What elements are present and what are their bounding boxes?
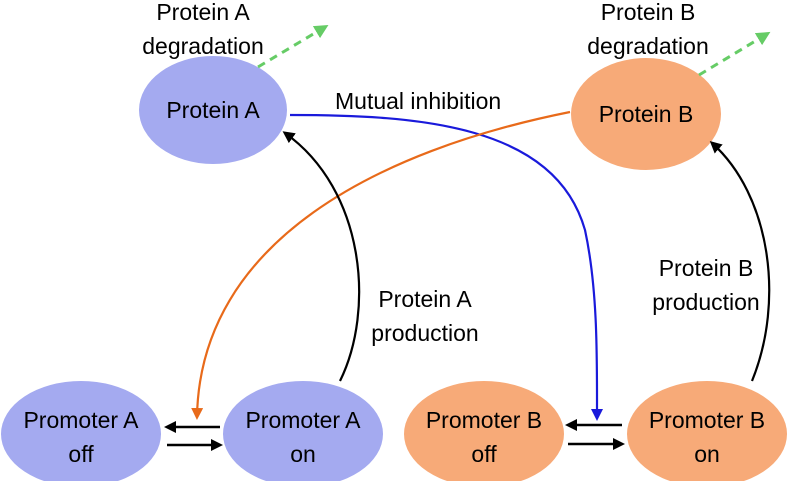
- protein-b-production-line2: production: [652, 289, 760, 315]
- protein-b-degradation-line2: degradation: [587, 33, 709, 59]
- protein-b-production-arrow: [709, 140, 771, 382]
- protein-b-node: [571, 58, 721, 170]
- promoter-a-on-line1: Promoter A: [245, 407, 361, 433]
- protein-b-production-label: Protein B production: [631, 251, 781, 319]
- promoter-b-off-label: Promoter B off: [404, 403, 564, 471]
- protein-b-degradation-label: Protein B degradation: [563, 0, 733, 63]
- protein-a-production-arrow: [282, 131, 361, 382]
- protein-b-label: Protein B: [598, 101, 694, 127]
- promoter-b-on-label: Promoter B on: [627, 403, 787, 471]
- inhibition-a-to-b-arrow: [289, 113, 604, 421]
- mutual-inhibition-label: Mutual inhibition: [335, 88, 502, 114]
- protein-a-node: [139, 56, 287, 164]
- promoter-b-on-line1: Promoter B: [648, 407, 766, 433]
- protein-a-degradation-line1: Protein A: [156, 0, 250, 25]
- promoter-a-off-line1: Promoter A: [23, 407, 139, 433]
- promoter-a-on-node: [223, 381, 383, 481]
- promoter-b-on-node: [627, 381, 787, 481]
- protein-b-production-line1: Protein B: [658, 255, 754, 281]
- protein-b-degradation-line1: Protein B: [600, 0, 696, 25]
- promoter-b-off-line1: Promoter B: [425, 407, 543, 433]
- promoter-a-on-line2: on: [290, 441, 316, 467]
- promoter-b-on-line2: on: [694, 441, 720, 467]
- promoter-a-on-label: Promoter A on: [223, 403, 383, 471]
- protein-a-degradation-label: Protein A degradation: [118, 0, 288, 63]
- promoter-a-off-line2: off: [68, 441, 94, 467]
- promoter-b-off-line2: off: [471, 441, 497, 467]
- promoter-a-off-node: [1, 381, 161, 481]
- protein-a-degradation-line2: degradation: [142, 33, 264, 59]
- protein-a-label: Protein A: [166, 97, 260, 123]
- promoter-b-off-node: [404, 381, 564, 481]
- protein-a-production-line2: production: [371, 320, 479, 346]
- promoter-a-off-label: Promoter A off: [1, 403, 161, 471]
- protein-a-production-label: Protein A production: [350, 282, 500, 350]
- protein-a-production-line1: Protein A: [378, 286, 472, 312]
- inhibition-b-to-a-arrow: [191, 110, 571, 420]
